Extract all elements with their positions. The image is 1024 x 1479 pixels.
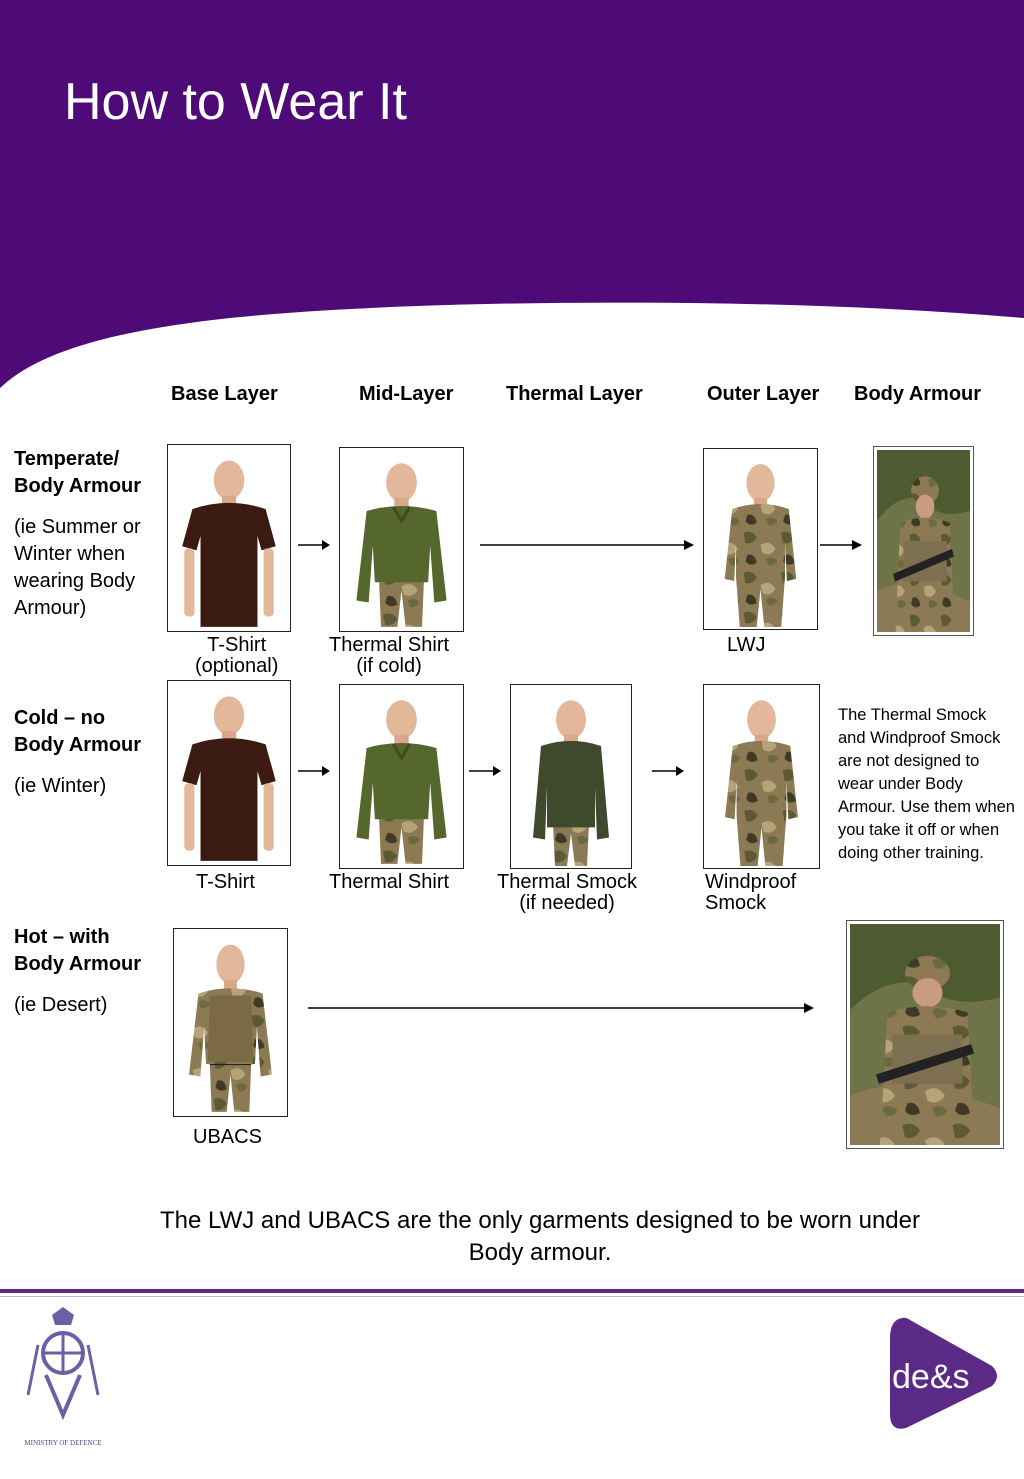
caption-ubacs: UBACS: [193, 1127, 262, 1148]
mod-logo-text: MINISTRY OF DEFENCE: [24, 1439, 101, 1447]
photo-thermal-smock: [510, 684, 632, 869]
photo-thermal-shirt: [339, 447, 464, 632]
des-logo: de&s: [880, 1310, 1005, 1440]
row-condition: (ie Winter): [14, 775, 107, 797]
arrow-right-icon: [298, 539, 330, 551]
photo-thermal-shirt: [339, 684, 464, 869]
des-logo-text: de&s: [892, 1358, 970, 1396]
arrow-right-icon: [820, 539, 862, 551]
column-header-outer-layer: Outer Layer: [707, 383, 820, 405]
row-name: Temperate/ Body Armour: [14, 448, 142, 497]
mod-crest-icon: MINISTRY OF DEFENCE: [24, 1307, 102, 1447]
caption-line: Windproof: [705, 871, 797, 893]
arrow-right-icon: [469, 765, 501, 777]
caption-line: T-Shirt: [207, 634, 267, 656]
photo-ubacs: [173, 928, 288, 1117]
row-condition: (ie Desert): [14, 994, 108, 1016]
caption-thermal-smock-if-needed: Thermal Smock (if needed): [497, 872, 637, 914]
side-note: The Thermal Smock and Windproof Smock ar…: [838, 706, 1015, 862]
photo-lwj: [703, 448, 818, 630]
caption-line: (if needed): [519, 892, 615, 914]
photo-windproof-smock: [703, 684, 820, 869]
arrow-right-icon: [652, 765, 684, 777]
mod-crest-logo: MINISTRY OF DEFENCE: [24, 1305, 102, 1455]
caption-tshirt: T-Shirt: [196, 872, 255, 893]
caption-line: T-Shirt: [196, 871, 255, 893]
caption-line: UBACS: [193, 1126, 262, 1148]
caption-line: Thermal Shirt: [329, 634, 450, 656]
caption-thermal-shirt: Thermal Shirt: [329, 872, 449, 893]
arrow-right-icon: [298, 765, 330, 777]
caption-line: Thermal Shirt: [329, 871, 450, 893]
footer-divider: [0, 1289, 1024, 1293]
footer-divider-thin: [0, 1296, 1024, 1297]
footer-note: The LWJ and UBACS are the only garments …: [160, 1207, 920, 1266]
caption-line: Smock: [705, 892, 767, 914]
caption-line: (optional): [195, 655, 279, 677]
photo-body-armour-temperate: [873, 446, 974, 636]
row-condition: (ie Summer or Winter when wearing Body A…: [14, 516, 141, 619]
row-name: Hot – with Body Armour: [14, 926, 142, 975]
row-name: Cold – no Body Armour: [14, 707, 142, 756]
caption-lwj: LWJ: [727, 635, 766, 656]
column-header-base-layer: Base Layer: [171, 383, 278, 405]
caption-tshirt-optional: T-Shirt (optional): [195, 635, 278, 677]
page-title: How to Wear It: [64, 73, 407, 131]
row-label-hot: Hot – with Body Armour (ie Desert): [14, 924, 159, 1019]
photo-tshirt: [167, 680, 291, 866]
row-label-temperate: Temperate/ Body Armour (ie Summer or Win…: [14, 446, 159, 622]
column-header-mid-layer: Mid-Layer: [359, 383, 454, 405]
caption-line: LWJ: [727, 634, 766, 656]
column-header-thermal-layer: Thermal Layer: [506, 383, 643, 405]
arrow-right-icon: [480, 539, 694, 551]
caption-windproof-smock: Windproof Smock: [705, 872, 796, 914]
column-header-body-armour: Body Armour: [854, 383, 982, 405]
photo-tshirt: [167, 444, 291, 632]
caption-line: Thermal Smock: [497, 871, 638, 893]
arrow-right-icon: [308, 1002, 814, 1014]
des-logo-icon: de&s: [890, 1317, 997, 1429]
row-label-cold: Cold – no Body Armour (ie Winter): [14, 705, 159, 800]
header-banner: [0, 0, 1024, 388]
photo-body-armour-desert: [846, 920, 1004, 1149]
caption-thermal-shirt-if-cold: Thermal Shirt (if cold): [329, 635, 449, 677]
caption-line: (if cold): [356, 655, 422, 677]
